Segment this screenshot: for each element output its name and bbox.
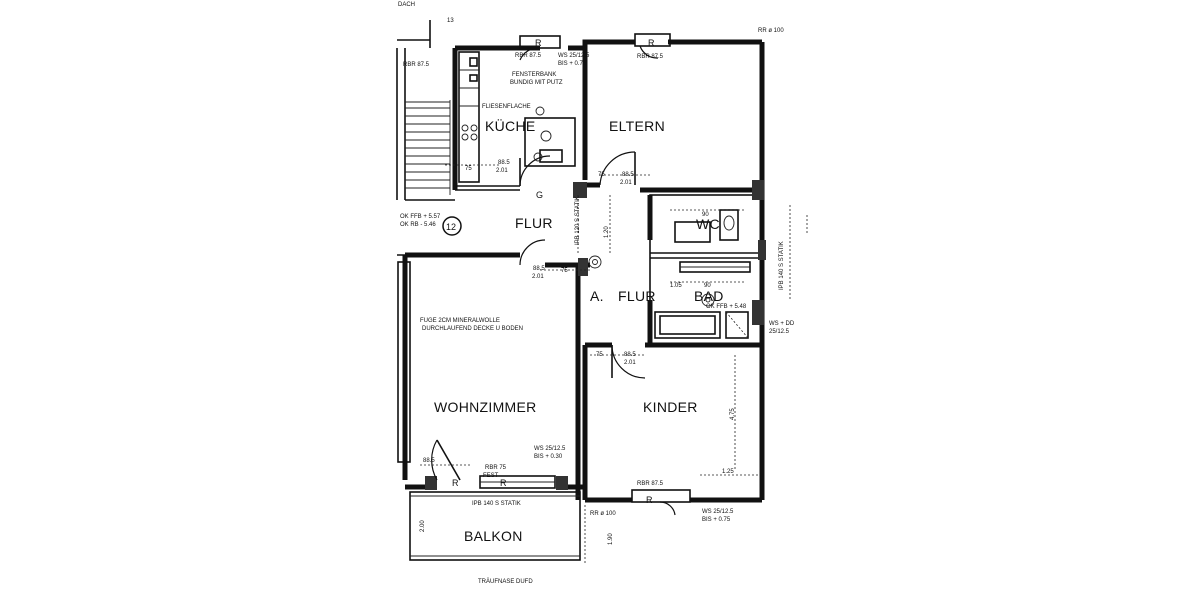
dim-75-c: 75 (561, 268, 568, 274)
note-rbr-1: RBR 87.5 (515, 53, 542, 59)
balcony (409, 491, 586, 565)
dim-200: 2.00 (420, 520, 426, 532)
note-ws-top: WS 25/12.5 (558, 53, 590, 59)
interior-walls (455, 48, 763, 500)
note-statik-3: IPB 140 S STATIK (779, 241, 785, 290)
note-ws-bad-2: 25/12.5 (769, 329, 790, 335)
note-rbr-2: RBR 87.5 (637, 54, 664, 60)
note-header: DACH (398, 2, 415, 8)
room-label-bad: BAD (694, 288, 724, 304)
annotations: FENSTERBANK BUNDIG MIT PUTZ FLIESENFLACH… (398, 2, 795, 585)
note-g: G (536, 190, 543, 200)
room-label-kueche: KÜCHE (485, 117, 536, 134)
r-mark-4: R (500, 478, 507, 488)
dim-120: 1.20 (604, 226, 610, 238)
note-fuge-1: FUGE 2CM MINERALWOLLE (420, 318, 500, 324)
note-statik-1: IPB 120 S STATIK (575, 196, 581, 245)
r-mark-1: R (535, 38, 542, 48)
unit-number-marker: 12 (442, 216, 462, 236)
dimension-texts: 75 88.5 2.01 75 88.5 2.01 75 88.5 2.01 7… (420, 18, 736, 545)
note-fliesenflaeche: FLIESENFLACHE (482, 104, 531, 110)
dim-105: 1.05 (670, 283, 682, 289)
dim-475: 4.75 (730, 408, 736, 420)
note-rr-top: RR ø 100 (758, 28, 784, 34)
dim-190: 1.90 (608, 533, 614, 545)
dim-125: 1.25 (722, 469, 734, 475)
r-mark-3: R (452, 478, 459, 488)
dimension-lines (420, 164, 808, 476)
note-rbr-4: RBR 87.5 (637, 481, 664, 487)
hatched-columns (425, 180, 766, 490)
note-rbr-left: RBR 87.5 (403, 62, 430, 68)
dim-201-a: 2.01 (496, 168, 508, 174)
room-label-flur-top: FLUR (515, 215, 553, 231)
kitchen-fixtures (458, 35, 576, 187)
dim-90-b: 90 (704, 283, 711, 289)
r-mark-2: R (648, 38, 655, 48)
note-bis-wohn: BIS + 0.30 (534, 454, 563, 460)
note-bis-kinder: BIS + 0.75 (702, 517, 731, 523)
dim-201-d: 2.01 (624, 360, 636, 366)
dim-885-e: 88.5 (423, 458, 435, 464)
windows-and-doors (397, 33, 691, 516)
statik-vertical-labels: IPB 120 S STATIK IPB 140 S STATIK (575, 196, 785, 290)
note-ok-rb: OK RB - 5.46 (400, 222, 436, 228)
stairwell (396, 20, 455, 256)
note-fuge-2: DURCHLAUFEND DECKE U BODEN (422, 326, 523, 332)
dim-201-c: 2.01 (532, 274, 544, 280)
room-label-wohnzimmer: WOHNZIMMER (434, 399, 537, 415)
dim-75-b: 75 (598, 172, 605, 178)
dim-885-a: 88.5 (498, 160, 510, 166)
dim-75-d: 75 (596, 352, 603, 358)
note-statik-2: IPB 140 S STATIK (472, 501, 521, 507)
note-ok-ffb-bad: OK FFB + 5.48 (706, 304, 747, 310)
note-rbr-3: RBR 75 (485, 465, 507, 471)
dim-885-c: 88.5 (533, 266, 545, 272)
note-fensterbank-1: FENSTERBANK (512, 72, 556, 78)
note-ws-kinder: WS 25/12.5 (702, 509, 734, 515)
room-label-wc: WC (696, 216, 720, 232)
room-label-balkon: BALKON (464, 528, 523, 544)
dim-201-b: 2.01 (620, 180, 632, 186)
room-labels: KÜCHE ELTERN FLUR A. FLUR WC BAD WOHNZIM… (434, 117, 724, 544)
note-bis-top: BIS + 0.75 (558, 61, 587, 67)
dim-13: 13 (447, 18, 454, 24)
note-ws-bad: WS + DD (769, 321, 795, 327)
sanitary-fixtures (588, 209, 751, 339)
dim-885-d: 88.5 (624, 352, 636, 358)
note-traufnase: TRÄUFNASE DUFD (478, 578, 533, 585)
dim-885-b: 88.5 (622, 172, 634, 178)
note-ok-ffb: OK FFB + 5.57 (400, 214, 441, 220)
dim-75-a: 75 (465, 166, 472, 172)
note-fest: FEST (483, 473, 499, 479)
note-ws-wohn: WS 25/12.5 (534, 446, 566, 452)
room-label-flur-prefix: A. (590, 288, 604, 304)
r-mark-5: R (646, 495, 653, 505)
note-fensterbank-2: BUNDIG MIT PUTZ (510, 80, 563, 86)
room-label-eltern: ELTERN (609, 118, 665, 134)
dim-90-a: 90 (702, 212, 709, 218)
room-label-kinder: KINDER (643, 399, 698, 415)
room-label-flur-lower: FLUR (618, 288, 656, 304)
unit-number: 12 (446, 222, 456, 232)
note-rr-bottom: RR ø 100 (590, 511, 616, 517)
